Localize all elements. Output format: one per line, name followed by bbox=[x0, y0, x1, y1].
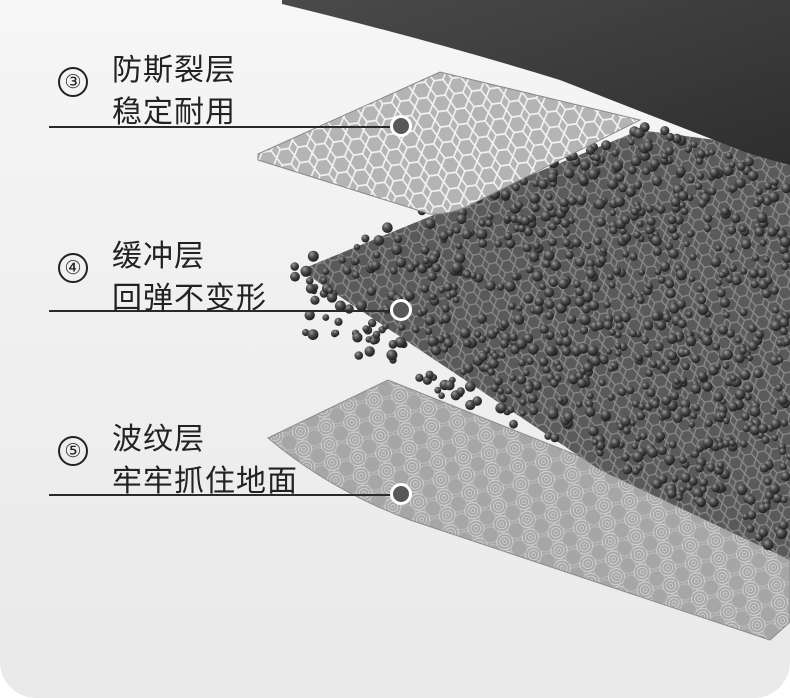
layer-title: 防斯裂层 bbox=[112, 53, 236, 88]
marker-dot-5 bbox=[390, 483, 412, 505]
layer-subtitle: 回弹不变形 bbox=[112, 281, 267, 316]
leader-line-5 bbox=[49, 494, 401, 496]
marker-dot-4 bbox=[390, 299, 412, 321]
layer-number-badge: ③ bbox=[58, 67, 88, 97]
hex-mesh-sheet bbox=[257, 71, 642, 215]
layer-subtitle: 稳定耐用 bbox=[112, 95, 236, 130]
bead-layer-base bbox=[300, 130, 790, 560]
layer-subtitle: 牢牢抓住地面 bbox=[112, 464, 298, 499]
layer-number-badge: ④ bbox=[58, 253, 88, 283]
layer-title: 缓冲层 bbox=[112, 239, 205, 274]
marker-dot-3 bbox=[390, 115, 412, 137]
top-mat-sheet bbox=[282, 0, 790, 165]
leader-line-3 bbox=[49, 126, 401, 128]
leader-line-4 bbox=[49, 310, 401, 312]
layer-number-badge: ⑤ bbox=[58, 436, 88, 466]
bead-cluster bbox=[290, 122, 790, 551]
layer-title: 波纹层 bbox=[112, 422, 205, 457]
wave-layer-sheet bbox=[267, 379, 790, 641]
